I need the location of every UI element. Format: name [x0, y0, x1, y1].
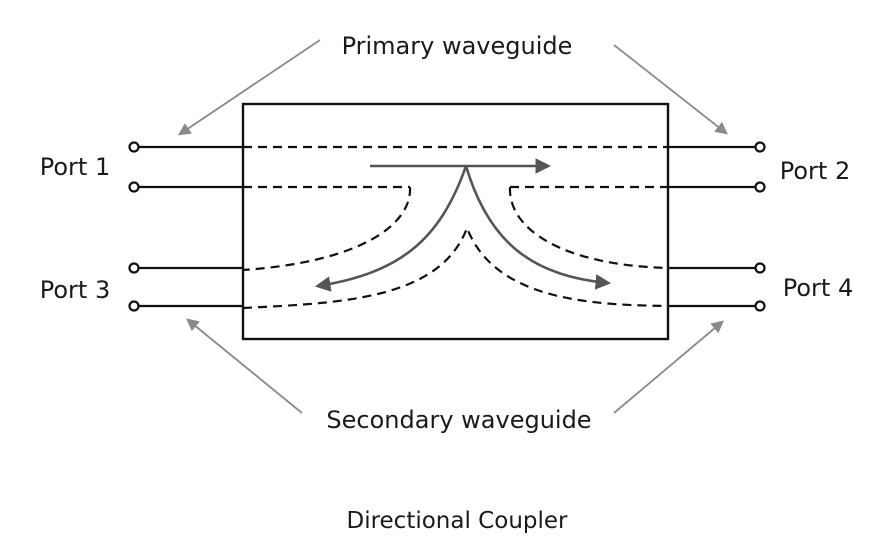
port1-terminal-bottom: [128, 181, 140, 193]
coupler-box: [241, 102, 670, 341]
port1-terminal-top: [128, 141, 140, 153]
right-aperture-outer-dashed: [508, 186, 669, 270]
port4-terminal-top: [754, 262, 766, 274]
secondary-guide-bottom-dashed: [242, 224, 669, 310]
diagram-title: Directional Coupler: [346, 508, 568, 534]
secondary-pointer-left-arrow: [186, 318, 303, 414]
port3-terminal-top: [128, 262, 140, 274]
primary-waveguide-label: Primary waveguide: [342, 32, 573, 60]
secondary-pointer-right-arrow: [613, 320, 724, 414]
port4-label: Port 4: [783, 274, 853, 302]
port2-terminal-top: [754, 141, 766, 153]
coupled-flow-right-arrow: [464, 165, 612, 290]
primary-pointer-left-arrow: [177, 39, 321, 136]
secondary-waveguide-label: Secondary waveguide: [326, 406, 591, 434]
port2-terminal-bottom: [754, 181, 766, 193]
port3-terminal-bottom: [128, 300, 140, 312]
port3-label: Port 3: [40, 276, 110, 304]
coupled-flow-left-arrow: [314, 165, 468, 292]
port4-terminal-bottom: [754, 300, 766, 312]
primary-pointer-right-arrow: [613, 44, 728, 135]
port1-label: Port 1: [40, 153, 110, 181]
port2-label: Port 2: [780, 157, 850, 185]
left-aperture-outer-dashed: [242, 186, 412, 272]
